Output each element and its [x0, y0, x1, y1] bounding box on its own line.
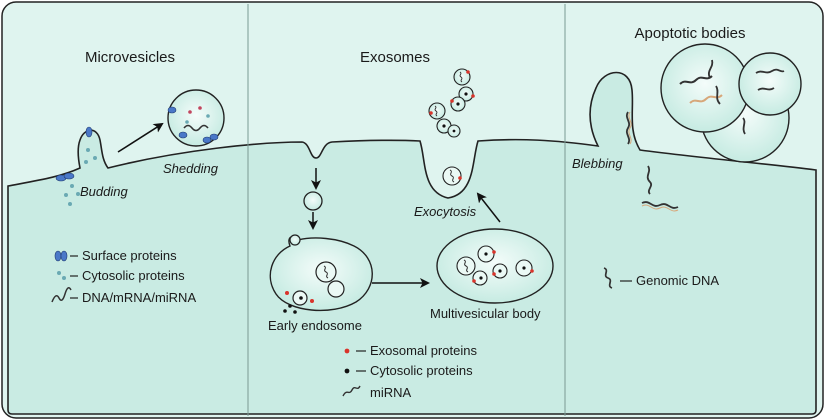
apoptotic-bodies-legend: Genomic DNA [603, 267, 719, 289]
legend-cytosolic-proteins-2: Cytosolic proteins [370, 363, 473, 378]
surface-protein-icon [63, 172, 75, 180]
exosomes-legend: Exosomal proteins Cytosolic proteins miR… [342, 343, 477, 400]
fusing-exosome [442, 166, 462, 186]
shedding-label: Shedding [163, 161, 219, 176]
shedding-arrow [117, 122, 164, 153]
mirna-legend-icon [342, 385, 361, 397]
surface-protein-icon [202, 136, 212, 144]
genomic-dna-fragments [625, 111, 679, 212]
surface-protein-icon [209, 133, 219, 141]
surface-protein-legend-icon [54, 250, 62, 262]
surface-protein-icon [178, 131, 188, 139]
cytosolic-protein-dots [64, 148, 97, 206]
legend-nucleic-acids: DNA/mRNA/miRNA [82, 290, 196, 305]
cytosolic-protein-legend-icon-2 [344, 368, 350, 374]
surface-protein-icon [167, 106, 177, 114]
apoptotic-body-cluster [660, 43, 802, 163]
apoptotic-bodies-title: Apoptotic bodies [635, 25, 746, 42]
nucleic-acid-legend-icon [51, 287, 72, 303]
cell-membrane [7, 71, 817, 415]
nucleic-acid-strand [183, 124, 209, 132]
multivesicular-body [436, 228, 554, 304]
released-exosomes [428, 68, 475, 138]
microvesicles-legend: Surface proteins Cytosolic proteins DNA/… [51, 248, 196, 305]
exosomes-title: Exosomes [360, 49, 430, 66]
exosomal-protein-legend-icon [344, 348, 350, 354]
legend-surface-proteins: Surface proteins [82, 248, 177, 263]
genomic-dna-legend-icon [603, 267, 613, 289]
early-endosome-label: Early endosome [268, 318, 362, 333]
blebbing-label: Blebbing [572, 156, 623, 171]
early-endosome [269, 234, 373, 314]
endocytic-vesicle [303, 191, 323, 211]
microvesicles-title: Microvesicles [85, 49, 175, 66]
surface-protein-group [55, 126, 93, 182]
exocytosis-arrow [476, 192, 501, 223]
exocytosis-label: Exocytosis [414, 204, 477, 219]
surface-protein-icon [85, 126, 93, 138]
legend-mirna: miRNA [370, 385, 411, 400]
legend-exosomal-proteins: Exosomal proteins [370, 343, 477, 358]
legend-cytosolic-proteins-1: Cytosolic proteins [82, 268, 185, 283]
multivesicular-body-label: Multivesicular body [430, 306, 541, 321]
microvesicle [167, 89, 225, 147]
legend-genomic-dna: Genomic DNA [636, 273, 719, 288]
cytosolic-protein-legend-icon [57, 271, 61, 275]
budding-label: Budding [80, 184, 128, 199]
